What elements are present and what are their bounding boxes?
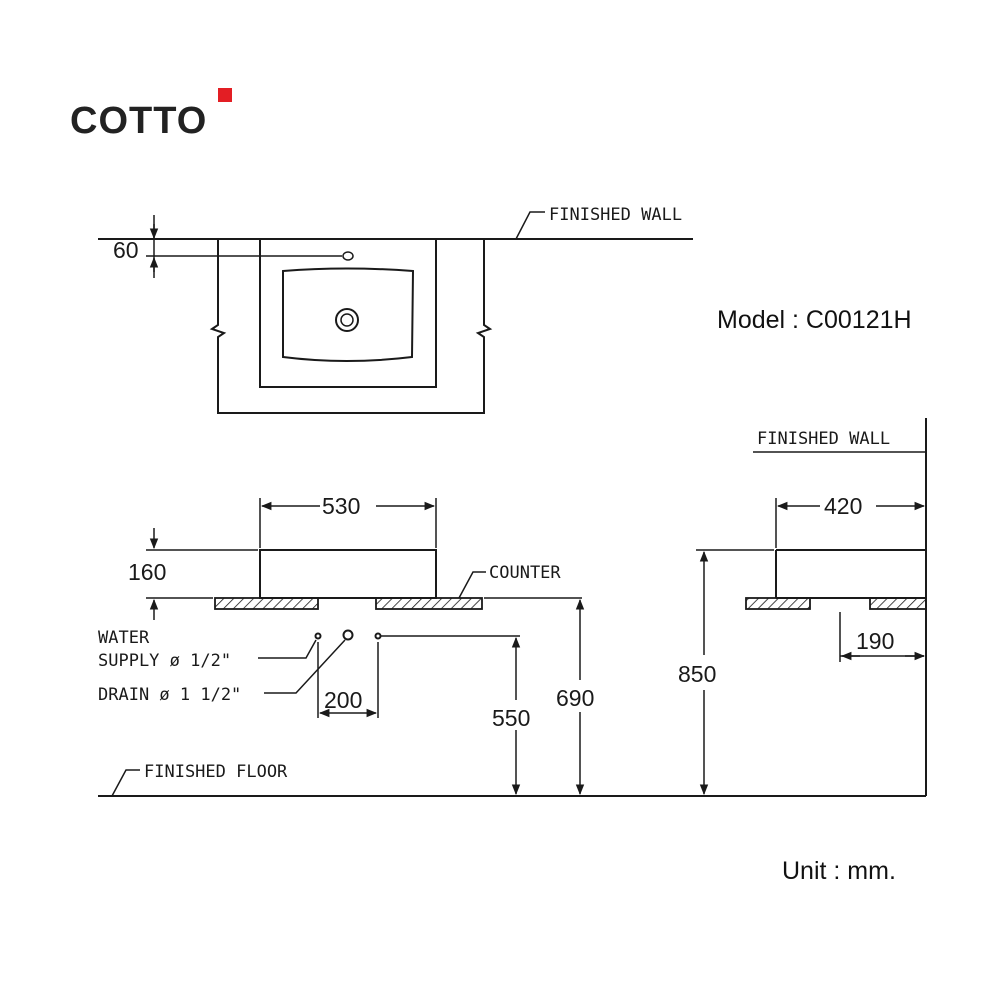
plan-drain-outer [335,308,359,332]
plan-view: FINISHED WALL 60 [98,205,693,414]
dim-200-label: 200 [324,687,362,713]
dim-190-label: 190 [856,628,894,654]
drain-leader [264,639,346,694]
side-view: FINISHED WALL 420 190 850 [678,418,927,796]
brand-name: COTTO [70,100,207,142]
brand-logo: COTTO [70,88,232,142]
counter-leader [458,571,486,599]
water-supply-label-line2: SUPPLY ø 1/2" [98,651,231,671]
water-supply-label-line1: WATER [98,628,150,648]
plan-wall-leader [515,211,545,240]
dim-530-label: 530 [322,493,360,519]
model-text: Model : C00121H [717,306,912,334]
counter-label: COUNTER [489,563,561,583]
finished-wall-label-side: FINISHED WALL [757,429,890,449]
dim-850-label: 850 [678,661,716,687]
front-counter-right [375,597,483,610]
side-counter-left [745,597,811,610]
side-counter-right [869,597,927,610]
finished-floor-label: FINISHED FLOOR [144,762,288,782]
dim-550-label: 550 [492,705,530,731]
plan-basin-rim [259,238,437,388]
plan-basin-bowl [282,267,415,362]
front-view: 530 160 COUNTER WATER SUPPLY ø 1/2" DRAI… [98,493,926,797]
water-supply-left-point [314,632,322,640]
front-basin [259,549,437,599]
dim-60-label: 60 [113,237,139,263]
water-supply-leader [258,639,317,659]
dim-690-label: 690 [556,685,594,711]
finished-floor-leader [111,769,140,797]
plan-tap-hole [342,251,354,261]
drain-point [342,629,354,641]
brand-accent-square [218,88,232,102]
finished-wall-label-top: FINISHED WALL [549,205,682,225]
plan-counter-outline [209,239,493,414]
plan-drain-inner [340,313,354,327]
drain-label: DRAIN ø 1 1/2" [98,685,241,705]
water-supply-right-point [374,632,382,640]
unit-text: Unit : mm. [782,857,896,885]
dim-420-label: 420 [824,493,862,519]
front-counter-left [214,597,319,610]
dim-160-label: 160 [128,559,166,585]
